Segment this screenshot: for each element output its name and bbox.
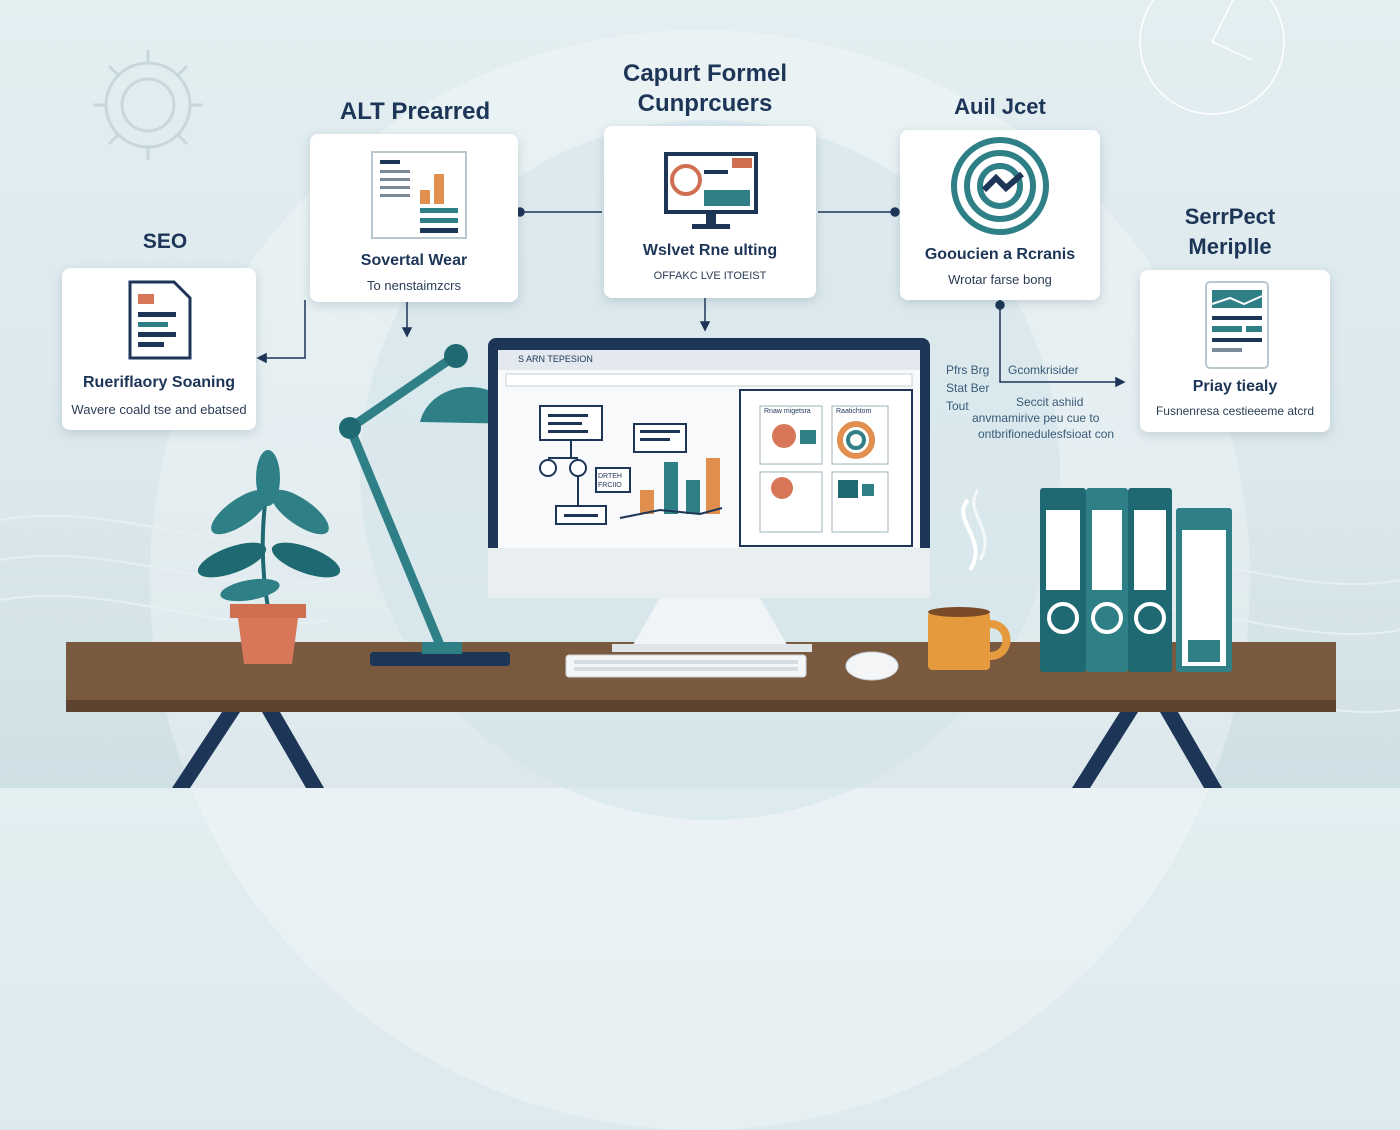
card-center: Wslvet Rne ulting OFFAKC LVE ITOEIST (604, 126, 816, 298)
card-right-sub: Wrotar farse bong (948, 272, 1052, 287)
heading-alt: ALT Prearred (339, 98, 491, 125)
keyboard (565, 654, 807, 678)
side-note-3a: Tout (946, 399, 969, 413)
tablet-report-icon (1205, 281, 1269, 369)
card-right: Gooucien a Rcranis Wrotar farse bong (900, 130, 1100, 300)
mouse (845, 651, 899, 681)
target-icon (951, 137, 1049, 235)
monitor-tab-label: S ARN TEPESION (518, 354, 593, 364)
side-note-3b: anvmamirive peu cue to (972, 411, 1100, 425)
document-icon (128, 280, 192, 360)
card-right-caption: Gooucien a Rcranis (924, 246, 1076, 263)
card-center-sub: OFFAKC LVE ITOEIST (653, 270, 767, 282)
side-note-1a: Pfrs Brg (946, 363, 990, 377)
desk-leg-left (172, 712, 240, 788)
monitor-chart-icon (664, 152, 758, 229)
side-note-2a: Stat Ber (946, 381, 990, 395)
heading-right: Auil Jcet (954, 94, 1046, 119)
card-alt-caption: Sovertal Wear (360, 252, 468, 269)
heading-center-line1: Capurt Formel (622, 60, 787, 87)
binders (1040, 488, 1232, 672)
monitor-panel1-title: Rnaw migetsra (764, 408, 811, 415)
card-alt: Sovertal Wear To nenstaimzcrs (310, 134, 518, 302)
heading-center-line2: Cunprcuers (637, 90, 773, 117)
side-note-1b: Gcomkrisider (1008, 363, 1079, 377)
card-far-right: Priay tiealy Fusnenresa cestieeeme atcrd (1140, 270, 1330, 432)
coffee-mug (928, 489, 1011, 670)
card-center-caption: Wslvet Rne ulting (642, 242, 778, 259)
monitor-panel2-title: Raatichtom (836, 408, 872, 415)
card-alt-sub: To nenstaimzcrs (367, 278, 461, 293)
desk-leg-right (1072, 712, 1138, 788)
clock-icon (1139, 0, 1285, 115)
plant (197, 450, 341, 664)
heading-seo: SEO (142, 230, 188, 253)
heading-far-right-line2: Meriplle (1188, 234, 1272, 259)
gear-icon (93, 50, 203, 160)
connector-lines (256, 207, 1126, 388)
side-note-2b: Seccit ashiid (1016, 395, 1084, 409)
heading-far-right-line1: SerrPect (1184, 204, 1276, 229)
main-monitor (488, 338, 930, 652)
side-note-4: ontbrifionedulesfsioat con (978, 427, 1115, 441)
card-seo: Rueriflaory Soaning Wavere coald tse and… (62, 268, 256, 430)
desk-scene (66, 338, 1336, 788)
card-far-right-caption: Priay tiealy (1192, 378, 1278, 395)
report-icon (371, 151, 467, 239)
card-seo-sub: Wavere coald tse and ebatsed (71, 402, 247, 417)
monitor-flow-label: DRTEH FRCIIO (598, 473, 622, 489)
card-seo-caption: Rueriflaory Soaning (82, 374, 236, 391)
card-far-right-sub: Fusnenresa cestieeeme atcrd (1155, 404, 1315, 418)
